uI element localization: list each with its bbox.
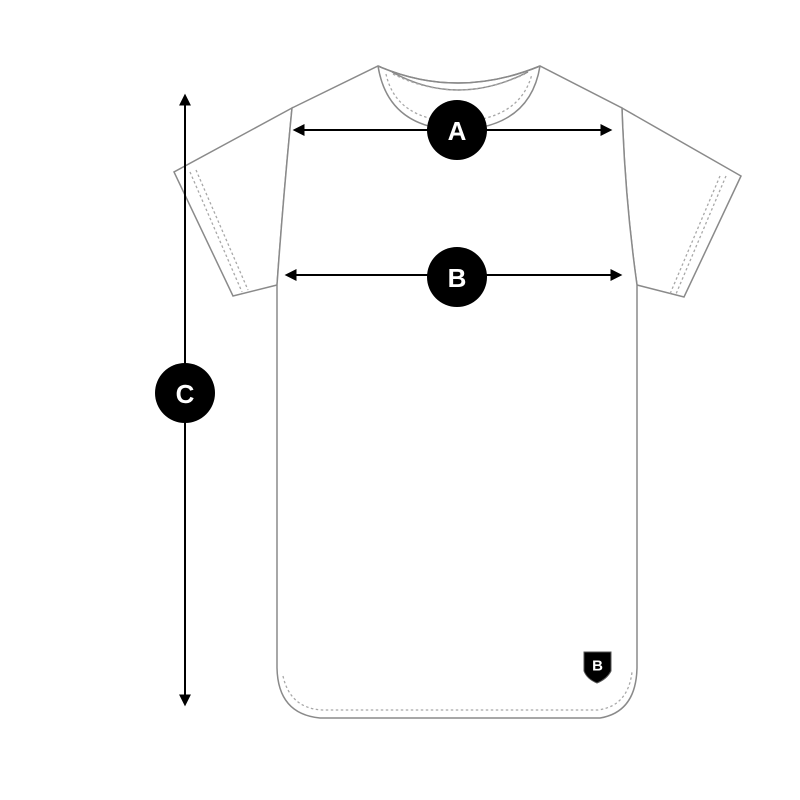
logo-letter: B: [592, 658, 603, 675]
measurement-b: B: [284, 247, 623, 307]
badge-a: [427, 100, 487, 160]
collar-rib: [391, 71, 529, 91]
right-sleeve: [621, 106, 742, 298]
shield-icon: [583, 651, 612, 684]
tshirt-outline: [173, 65, 742, 719]
measurement-a: A: [292, 100, 613, 160]
badge-c-label: C: [176, 379, 195, 409]
brand-logo: B: [583, 651, 612, 684]
shirt-body: [276, 65, 638, 719]
stitch-lines: [189, 73, 727, 711]
badge-b-label: B: [448, 263, 467, 293]
measurement-c: C: [155, 93, 215, 707]
badge-b: [427, 247, 487, 307]
badge-a-label: A: [448, 116, 467, 146]
collar-outer: [377, 65, 541, 84]
badge-c: [155, 363, 215, 423]
left-sleeve: [173, 106, 293, 297]
